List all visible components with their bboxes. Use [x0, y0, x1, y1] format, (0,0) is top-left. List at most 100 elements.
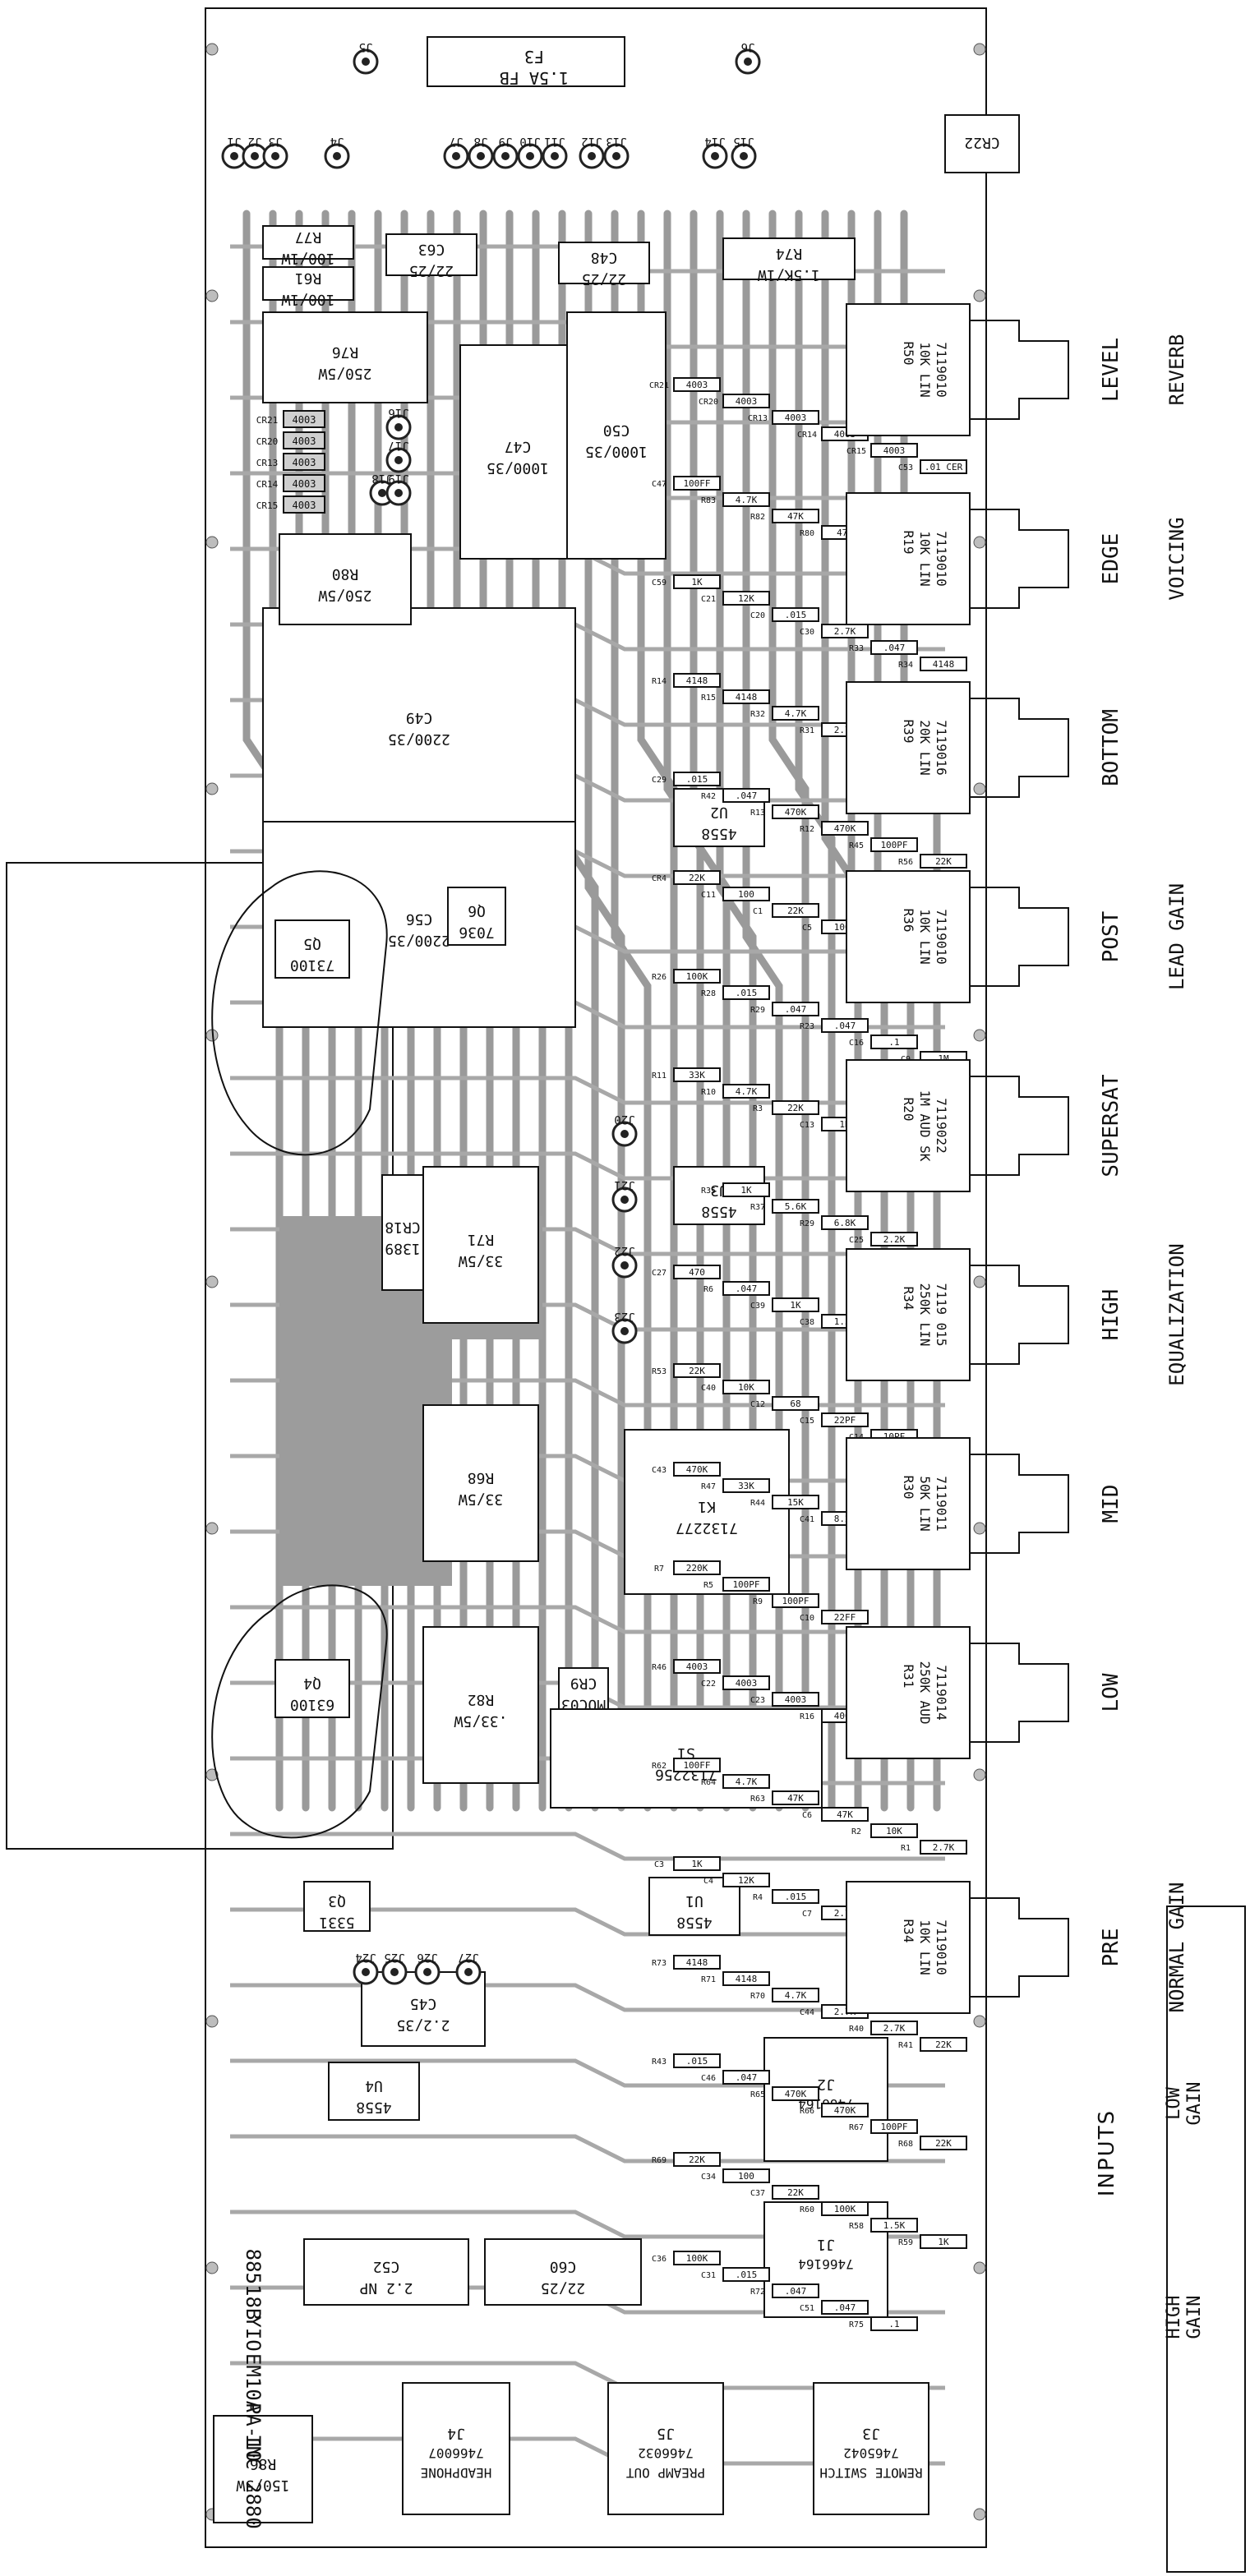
drill-hole	[973, 1768, 986, 1781]
component-value: 100/1W	[281, 291, 334, 308]
small-component	[870, 2021, 918, 2035]
small-component-value: 22FF	[834, 1612, 856, 1623]
input-low-gain-label: LOW	[1164, 2086, 1184, 2119]
small-component	[870, 640, 918, 655]
small-component	[772, 2185, 819, 2200]
component-body	[422, 1166, 539, 1324]
small-component	[722, 1281, 770, 1296]
component-value: 7132277	[676, 1519, 738, 1537]
small-component-value: .015	[686, 2056, 708, 2067]
small-component-ref: R68	[898, 2140, 913, 2149]
pot-part: 7119014	[934, 1665, 949, 1720]
component-value: 250/5W	[318, 365, 371, 382]
jack-part: 7466032	[638, 2445, 693, 2461]
small-component-ref: C36	[652, 2255, 667, 2264]
small-component-ref: CR15	[846, 447, 866, 456]
drill-hole	[205, 1768, 219, 1781]
pot-shaft-outline	[970, 1897, 1069, 1998]
small-component	[722, 1873, 770, 1887]
component-value: 4558	[676, 1914, 712, 1931]
small-component	[870, 1232, 918, 1247]
small-component-ref: R70	[750, 1992, 765, 2001]
small-component	[772, 1100, 819, 1115]
component-value: 250/5W	[318, 587, 371, 604]
small-component	[772, 607, 819, 622]
small-component-value: 22K	[689, 2154, 705, 2165]
small-component-ref: R11	[652, 1071, 667, 1081]
jack-part: 7466007	[428, 2445, 483, 2461]
cr22-diode: CR22	[944, 114, 1020, 173]
pot-body	[846, 1248, 971, 1381]
small-component	[722, 2168, 770, 2183]
small-component-value: 470K	[785, 2089, 807, 2099]
drill-hole	[205, 43, 219, 56]
pot-value: 10K LIN	[917, 342, 933, 397]
small-component-value: 33K	[689, 1070, 705, 1081]
pot-ref: R34	[901, 1287, 916, 1311]
drill-hole	[973, 1522, 986, 1535]
small-component	[821, 2300, 869, 2315]
diode-value: 4003	[293, 478, 316, 490]
component-ref: C47	[505, 438, 532, 455]
diode	[283, 410, 325, 428]
component-body	[262, 311, 428, 403]
small-component	[870, 2119, 918, 2134]
small-component-ref: C59	[652, 578, 667, 588]
small-component-ref: CR4	[652, 874, 667, 883]
small-component	[870, 837, 918, 852]
pot-name-label: LOW	[1099, 1673, 1123, 1712]
component-value: 2.2/35	[396, 2016, 450, 2034]
pot-part: 7119010	[934, 1919, 949, 1975]
small-component-value: 470K	[686, 1464, 708, 1475]
component-ref: R71	[468, 1231, 495, 1248]
small-component	[722, 887, 770, 901]
connector-ref: J21	[614, 1178, 634, 1191]
small-component-value: 1K	[790, 1300, 801, 1311]
small-component	[722, 2070, 770, 2085]
small-component-ref: C23	[750, 1696, 765, 1705]
drill-hole	[205, 289, 219, 302]
pot-ref: R39	[901, 720, 916, 744]
small-component	[920, 2136, 967, 2150]
pot-name-label: SUPERSAT	[1099, 1074, 1123, 1177]
small-component	[772, 1988, 819, 2002]
small-component-ref: R40	[849, 2025, 864, 2034]
small-component-value: 220K	[686, 1563, 708, 1574]
small-component-value: 22K	[935, 2138, 952, 2149]
small-component	[772, 1297, 819, 1312]
pot-ref: R31	[901, 1665, 916, 1689]
connector-hole	[477, 152, 485, 160]
small-component	[821, 1412, 869, 1427]
component-ref: C52	[373, 2258, 400, 2275]
jack-label: HEADPHONE	[421, 2465, 492, 2481]
small-component-value: 4148	[736, 692, 758, 703]
small-component	[920, 657, 967, 671]
jack-label: REMOTE SWITCH	[819, 2465, 922, 2481]
small-component	[920, 459, 967, 474]
component-value: 2.2 NP	[359, 2279, 413, 2297]
small-component-value: 2.2K	[883, 1234, 906, 1245]
connector-hole	[620, 1261, 629, 1270]
pot-name-label: POST	[1099, 910, 1123, 962]
small-component	[821, 1610, 869, 1624]
small-component-value: .047	[883, 643, 906, 653]
small-component-ref: C53	[898, 463, 913, 472]
pot-part: 7119022	[934, 1098, 949, 1153]
small-component-ref: C30	[800, 628, 814, 637]
pot-part: 7119011	[934, 1476, 949, 1531]
small-component	[722, 1971, 770, 1986]
diode	[283, 474, 325, 492]
component-ref: R77	[295, 228, 322, 246]
pot-ref: R19	[901, 531, 916, 555]
small-component-ref: R65	[750, 2090, 765, 2099]
board-outline	[205, 7, 987, 2548]
small-component	[772, 804, 819, 819]
component-body	[558, 242, 650, 284]
small-component-ref: R32	[750, 710, 765, 719]
small-component-ref: C34	[701, 2173, 716, 2182]
diode-value: 4003	[293, 435, 316, 447]
small-component-ref: R73	[652, 1959, 667, 1968]
small-component	[673, 1067, 721, 1082]
drill-hole	[973, 536, 986, 549]
